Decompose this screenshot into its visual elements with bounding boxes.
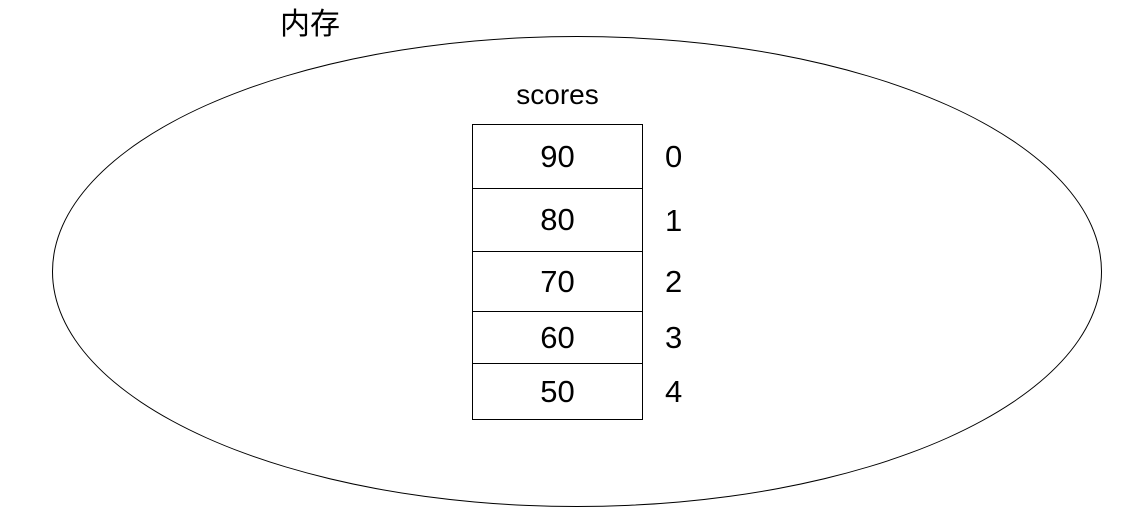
array-index-label: 0: [665, 139, 683, 174]
array-index-label: 4: [665, 373, 683, 409]
array-index-label: 1: [665, 202, 683, 238]
array-index-label: 3: [665, 320, 683, 355]
memory-label: 内存: [280, 8, 340, 41]
array-cell: 50: [540, 373, 575, 409]
memory-boundary-ellipse: [52, 36, 1102, 507]
array-index-column: 0 1 2 3 4: [665, 125, 705, 419]
array-cell: 60: [473, 312, 642, 364]
array-name-label: scores: [516, 79, 599, 110]
array-index-label: 2: [665, 264, 683, 299]
array-cell: 70: [473, 252, 642, 312]
array-cell: 90: [473, 125, 642, 189]
array-table: 90 80 70 60 50: [472, 124, 643, 420]
array-cell: 80: [473, 189, 642, 252]
